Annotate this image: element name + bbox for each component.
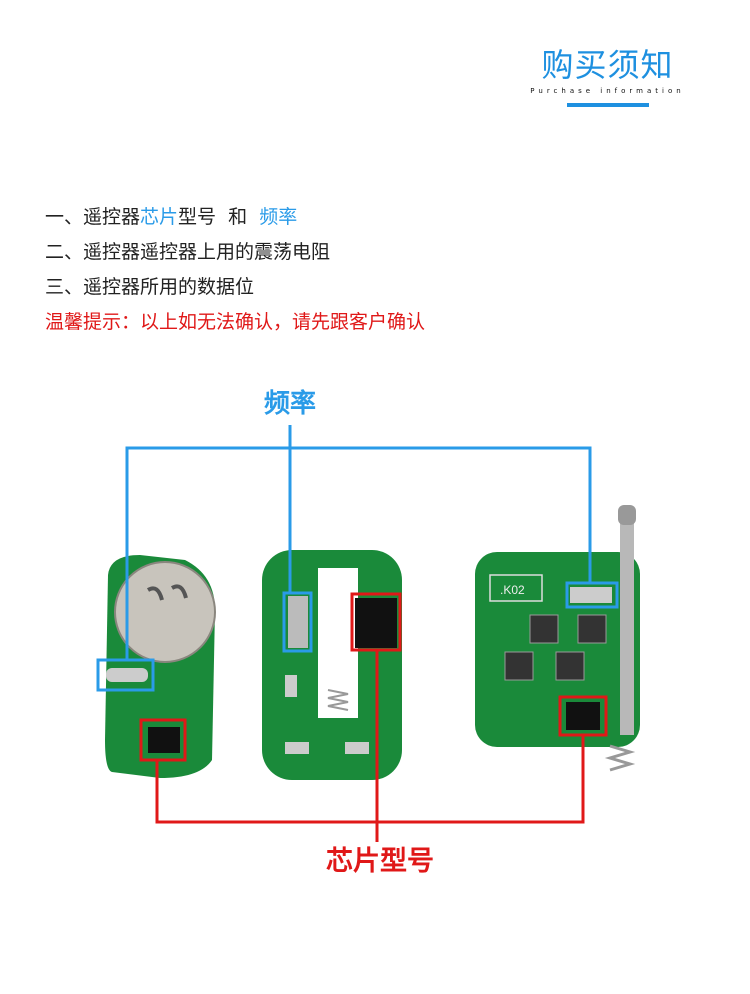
header-subtitle: Purchase information: [530, 87, 685, 95]
note-1: 一、遥控器芯片型号 和 频率: [45, 200, 425, 235]
board-label: .K02: [500, 583, 525, 597]
note-highlight: 频率: [259, 206, 298, 228]
frequency-connectors: [96, 425, 619, 692]
pcb-board-3: .K02: [475, 505, 640, 772]
chip-model-label: 芯片型号: [326, 846, 434, 877]
header-title: 购买须知: [541, 46, 674, 84]
frequency-label: 频率: [264, 388, 316, 419]
note-warning: 温馨提示：以上如无法确认，请先跟客户确认: [45, 311, 426, 333]
notes-list: 一、遥控器芯片型号 和 频率 二、遥控器遥控器上用的震荡电阻 三、遥控器所用的数…: [45, 200, 425, 340]
note-text: 型号 和: [178, 206, 260, 228]
header-underline: [566, 103, 649, 107]
header: 购买须知 Purchase information: [520, 45, 695, 107]
pcb-board-2: [262, 550, 402, 780]
note-text: 一、遥控器: [45, 206, 141, 228]
chip-connectors: [139, 592, 608, 842]
pcb-board-1: [105, 555, 216, 778]
note-2: 二、遥控器遥控器上用的震荡电阻: [45, 241, 331, 263]
note-highlight: 芯片: [140, 206, 179, 228]
note-3: 三、遥控器所用的数据位: [45, 276, 255, 298]
